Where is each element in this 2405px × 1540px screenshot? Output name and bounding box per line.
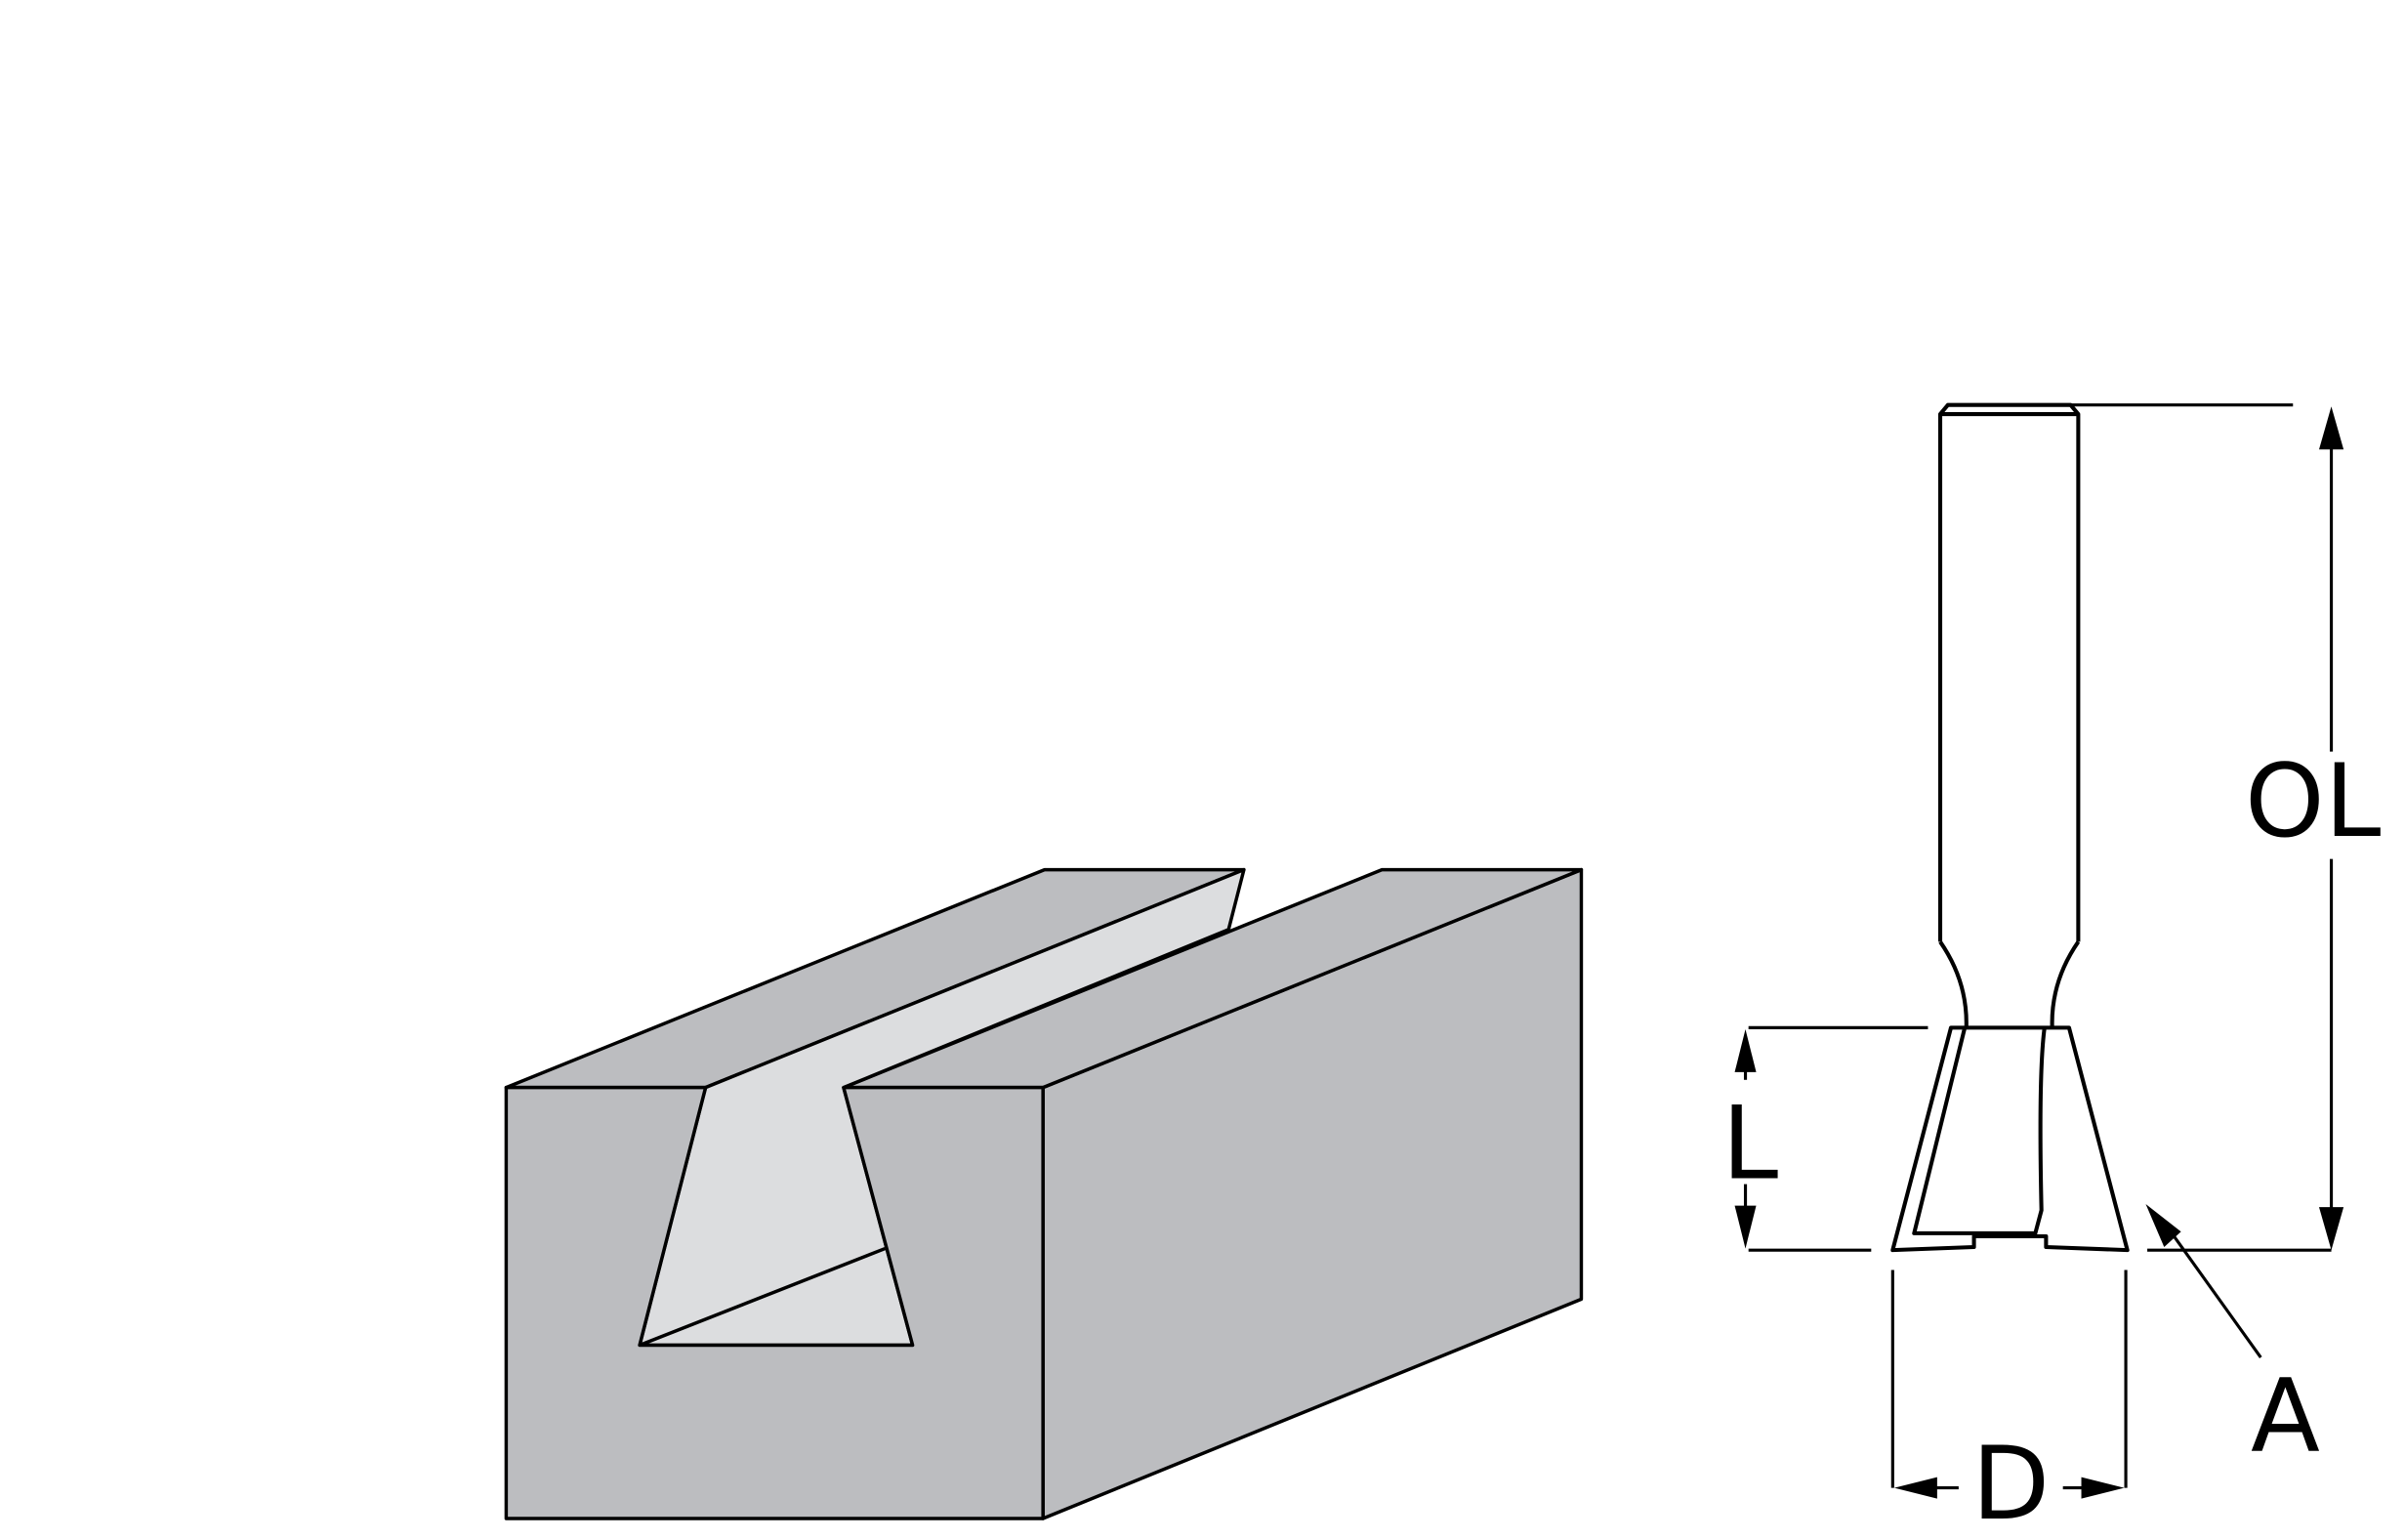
dimension-labels: OL L D A	[1721, 743, 2381, 1540]
a-arrow-icon	[2145, 1204, 2181, 1247]
l-arrow-up-icon	[1734, 1028, 1757, 1072]
groove-back-edge	[639, 1246, 886, 1348]
cutter-flute	[1912, 1026, 2047, 1235]
label-ol: OL	[2245, 743, 2382, 860]
ol-arrow-down-icon	[2318, 1207, 2344, 1251]
ol-arrow-up-icon	[2318, 406, 2344, 450]
label-a: A	[2251, 1358, 2320, 1476]
d-arrow-left-icon	[1893, 1477, 1937, 1499]
bit-neck	[1938, 940, 2081, 1028]
arrowheads	[1734, 406, 2344, 1499]
workpiece-block	[504, 867, 1584, 1520]
block-front-face	[504, 1085, 1045, 1520]
dimension-lines	[1743, 403, 2334, 1490]
label-d: D	[1971, 1426, 2050, 1540]
d-arrow-right-icon	[2081, 1477, 2125, 1499]
a-leader-line	[2170, 1231, 2262, 1358]
l-arrow-down-icon	[1734, 1205, 1757, 1249]
dovetail-router-bit	[1890, 402, 2130, 1253]
bit-cutter	[1890, 1025, 2130, 1253]
label-l: L	[1721, 1085, 1778, 1202]
bit-shank	[1937, 402, 2081, 942]
